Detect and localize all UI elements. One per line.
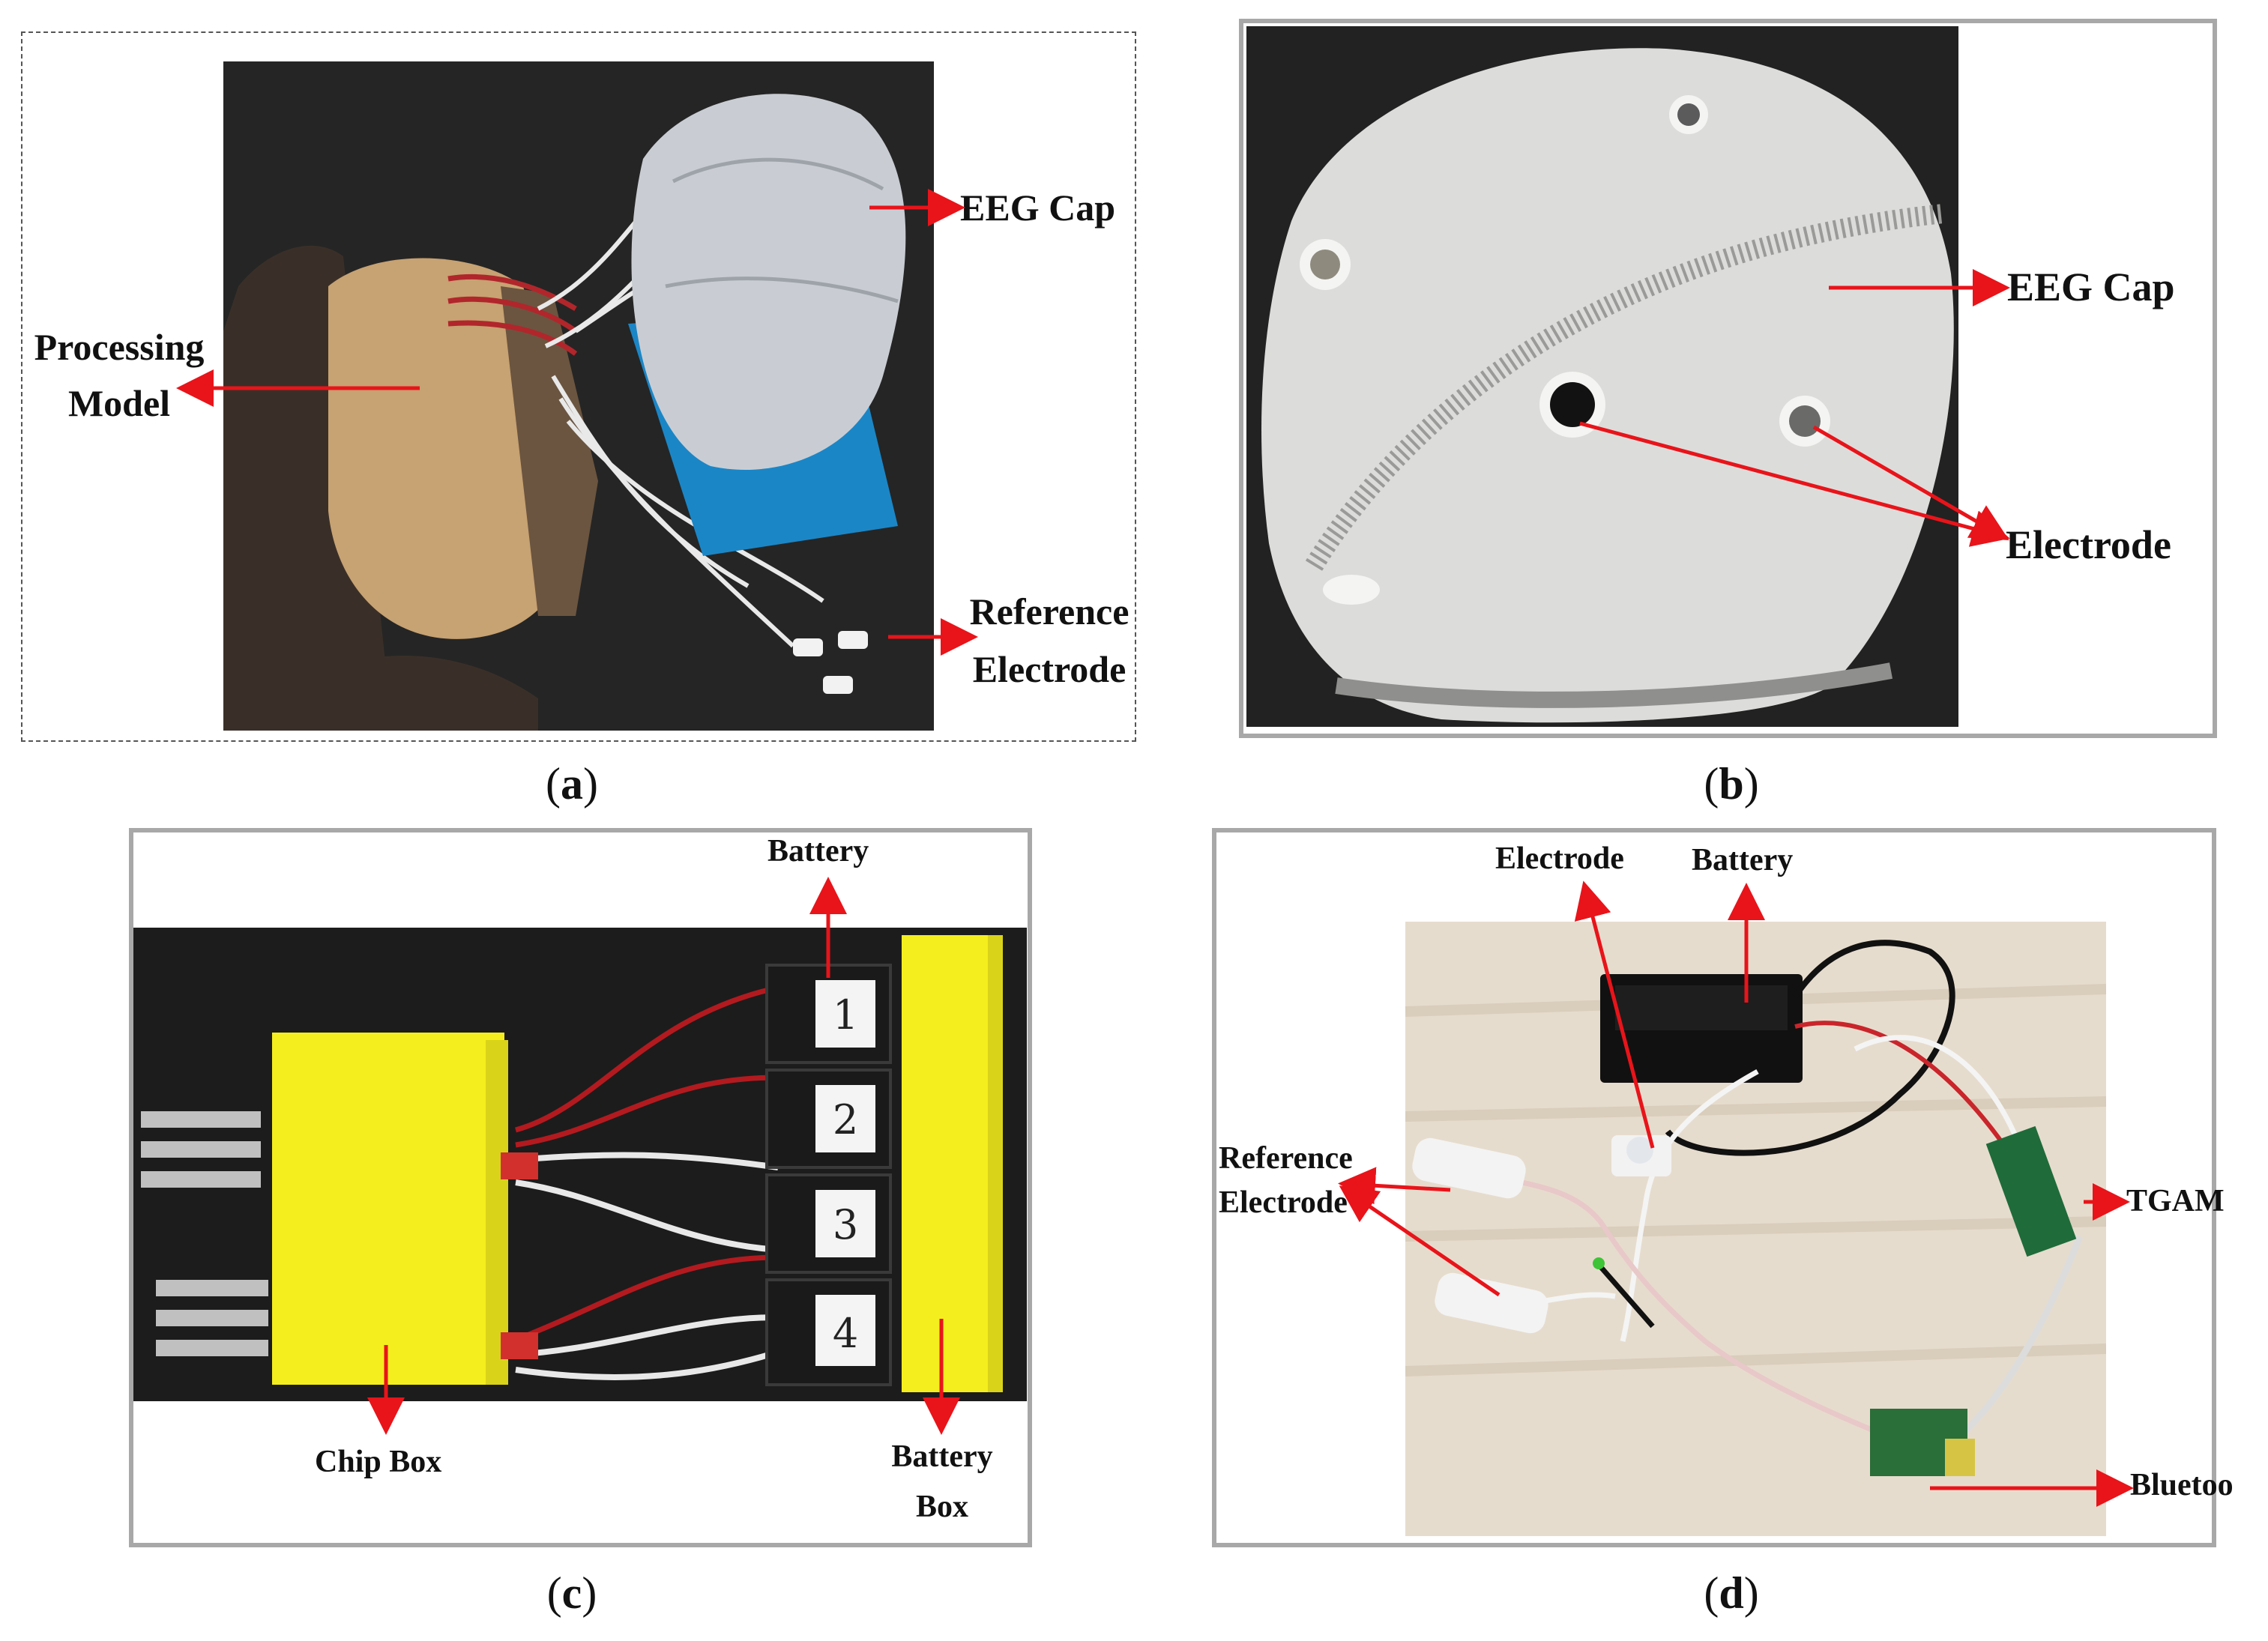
label-a-reference-line1: Reference <box>969 590 1130 632</box>
label-a-processing-model: Processing Model <box>30 324 208 426</box>
panel-b-photo <box>1246 26 1958 727</box>
label-c-battery: Battery <box>767 834 869 868</box>
panel-c-photo: 1 2 3 4 <box>133 928 1027 1401</box>
label-c-battery-box-line2: Box <box>915 1489 968 1524</box>
label-d-electrode: Electrode <box>1495 841 1624 876</box>
label-c-chip-box: Chip Box <box>315 1445 442 1479</box>
battery-number-1: 1 <box>833 991 858 1039</box>
label-d-reference-electrode: Reference Electrode <box>1219 1139 1353 1222</box>
caption-b-letter: b <box>1719 759 1744 809</box>
label-b-eeg-cap: EEG Cap <box>2007 265 2175 309</box>
caption-a-open: ( <box>546 759 561 809</box>
panel-a-photo <box>223 61 934 731</box>
battery-number-3: 3 <box>833 1201 858 1248</box>
caption-d-letter: d <box>1719 1568 1744 1618</box>
battery-number-4: 4 <box>833 1310 858 1357</box>
label-d-bluetooth: Bluetoo <box>2130 1468 2234 1502</box>
caption-a: (a) <box>546 758 598 810</box>
caption-c-close: ) <box>582 1568 597 1618</box>
label-d-battery: Battery <box>1692 843 1794 877</box>
caption-d-close: ) <box>1743 1568 1759 1618</box>
panel-d-photo <box>1405 922 2106 1536</box>
label-c-battery-box: Battery Box <box>871 1437 1013 1526</box>
caption-c-open: ( <box>546 1568 562 1618</box>
caption-c: (c) <box>547 1568 597 1619</box>
label-a-processing-line1: Processing <box>34 326 205 368</box>
caption-a-close: ) <box>583 759 598 809</box>
label-a-eeg-cap: EEG Cap <box>960 187 1116 229</box>
caption-d: (d) <box>1704 1568 1758 1619</box>
label-d-reference-line2: Electrode <box>1219 1185 1348 1220</box>
caption-b-close: ) <box>1743 759 1759 809</box>
caption-c-letter: c <box>561 1568 582 1618</box>
label-a-reference-electrode: Reference Electrode <box>968 588 1130 692</box>
caption-b: (b) <box>1704 758 1758 810</box>
caption-a-letter: a <box>561 759 583 809</box>
label-a-processing-line2: Model <box>67 381 171 424</box>
label-b-electrode: Electrode <box>2006 522 2171 567</box>
label-d-tgam: TGAM <box>2126 1184 2225 1218</box>
caption-d-open: ( <box>1704 1568 1719 1618</box>
battery-number-2: 2 <box>833 1096 858 1143</box>
label-c-battery-box-line1: Battery <box>891 1439 993 1474</box>
caption-b-open: ( <box>1704 759 1719 809</box>
label-d-reference-line1: Reference <box>1219 1141 1353 1176</box>
label-a-reference-line2: Electrode <box>972 647 1127 690</box>
